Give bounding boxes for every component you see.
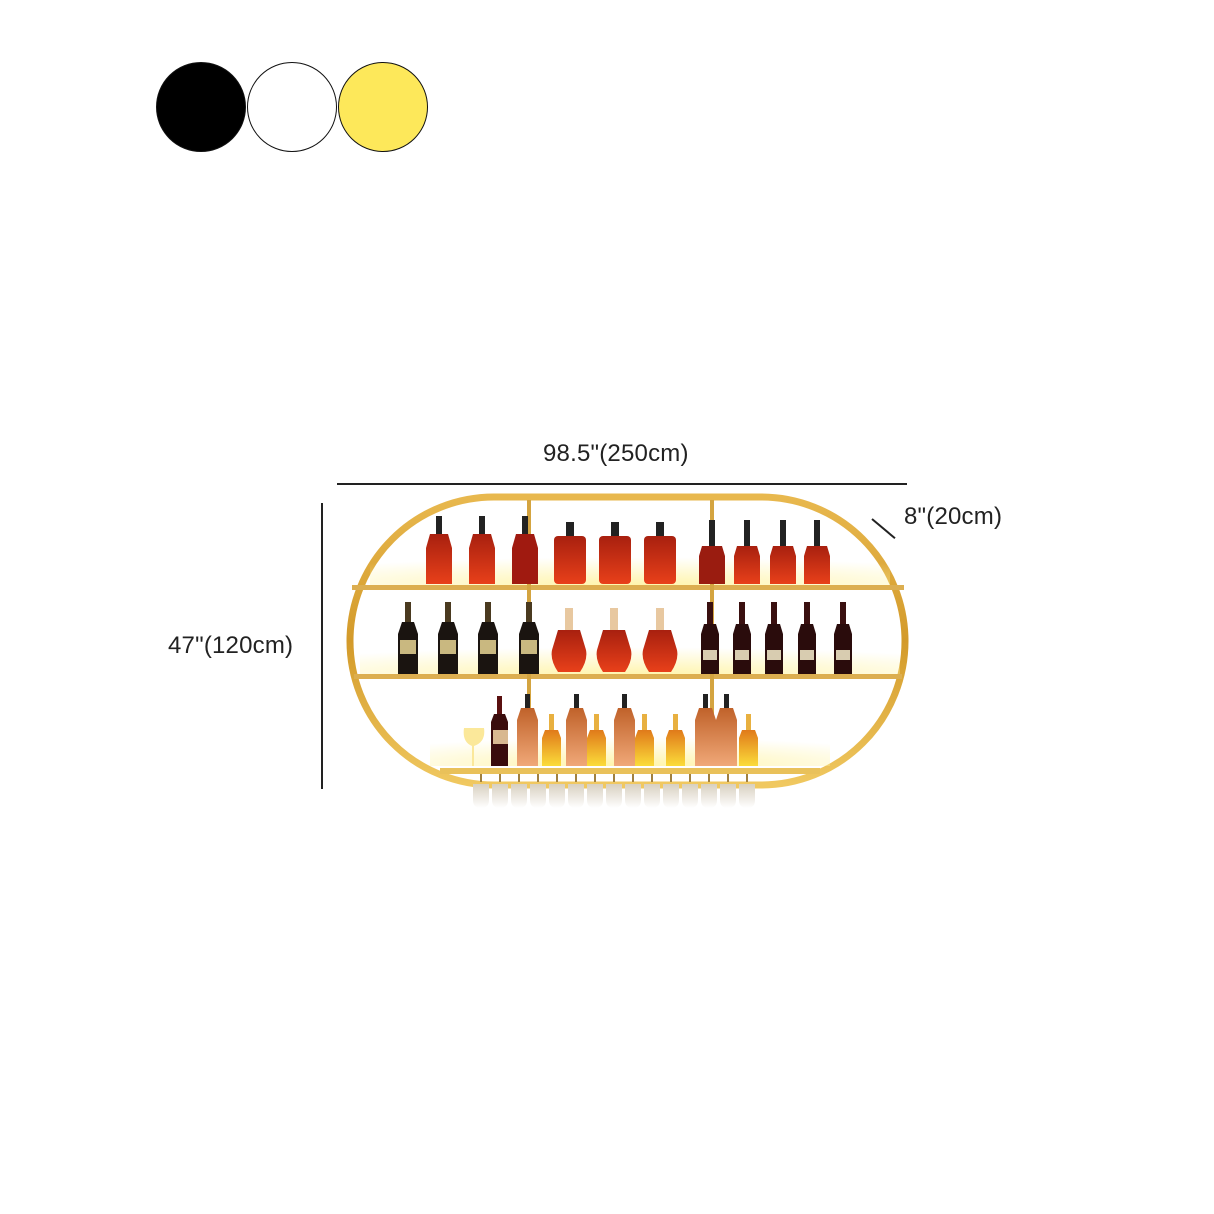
depth-dimension-label: 8"(20cm)	[904, 503, 1003, 530]
color-swatch-black[interactable]	[156, 62, 246, 152]
height-dimension-label: 47"(120cm)	[168, 632, 294, 659]
wine-rack-illustration	[340, 490, 920, 830]
color-swatch-yellow[interactable]	[338, 62, 428, 152]
width-dimension-label: 98.5"(250cm)	[543, 440, 689, 467]
height-dimension-line	[321, 503, 323, 789]
color-swatch-white[interactable]	[247, 62, 337, 152]
width-dimension-line	[337, 483, 907, 485]
color-swatches	[156, 62, 429, 154]
